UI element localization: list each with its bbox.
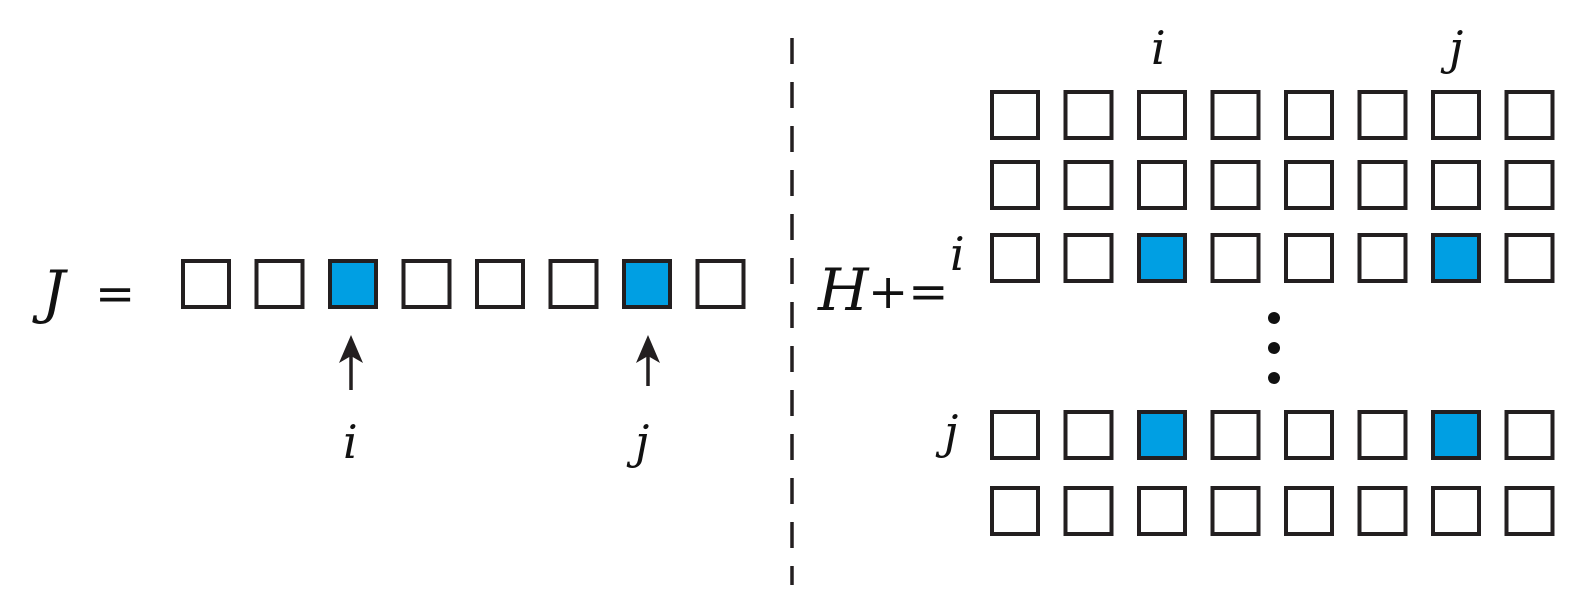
matrix-cell <box>990 410 1040 460</box>
vector-cell <box>548 259 599 309</box>
matrix-cell <box>1357 160 1408 210</box>
left-label-variable: J <box>32 258 68 326</box>
matrix-cell <box>1504 410 1555 460</box>
ellipsis-dot <box>1268 312 1280 324</box>
matrix-cell <box>1504 160 1555 210</box>
matrix-cell <box>1431 90 1481 140</box>
vector-cell <box>401 259 452 309</box>
matrix-cell <box>1431 486 1481 536</box>
matrix-cell <box>1284 90 1334 140</box>
matrix-cell <box>990 486 1040 536</box>
matrix-cell <box>1210 410 1261 460</box>
matrix-cell <box>1284 160 1334 210</box>
matrix-cell <box>1210 90 1261 140</box>
row-label-j: j <box>935 405 958 459</box>
matrix-cell <box>1357 233 1408 283</box>
matrix-cell <box>1063 233 1114 283</box>
matrix-cell <box>1063 160 1114 210</box>
matrix-cell-highlighted <box>1431 410 1481 460</box>
vector-cell <box>254 259 305 309</box>
vector-cell <box>475 259 525 309</box>
arrow-i <box>339 335 363 390</box>
right-label-variable: H <box>817 256 870 324</box>
matrix-cell-highlighted <box>1431 233 1481 283</box>
matrix-cell <box>1137 486 1187 536</box>
matrix-cell-highlighted <box>1137 410 1187 460</box>
row-label-i: i <box>950 227 965 281</box>
left-label-equals: = <box>95 266 135 322</box>
matrix-cell <box>1210 160 1261 210</box>
matrix-cell <box>1063 410 1114 460</box>
matrix-cell <box>1063 90 1114 140</box>
matrix-cell <box>1357 486 1408 536</box>
vector-cell-highlighted <box>328 259 378 309</box>
arrow-j-head <box>636 335 660 363</box>
matrix-cell <box>1504 486 1555 536</box>
arrow-j <box>636 335 660 386</box>
ellipsis-dot <box>1268 372 1280 384</box>
matrix-cell <box>1137 160 1187 210</box>
column-label-i: i <box>1151 21 1166 75</box>
arrow-i-label: i <box>343 415 358 469</box>
hessian-matrix <box>990 90 1555 536</box>
matrix-cell <box>1137 90 1187 140</box>
matrix-cell <box>1210 486 1261 536</box>
matrix-cell <box>990 160 1040 210</box>
matrix-cell <box>1063 486 1114 536</box>
vector-cell <box>181 259 231 309</box>
matrix-cell <box>1431 160 1481 210</box>
matrix-cell <box>1504 90 1555 140</box>
right-panel: H += i j i j <box>817 21 1555 536</box>
vector-cell <box>695 259 746 309</box>
vertical-ellipsis <box>1268 312 1280 384</box>
left-row-vector <box>181 259 746 309</box>
ellipsis-dot <box>1268 342 1280 354</box>
arrow-i-head <box>339 335 363 363</box>
left-panel: J = i j <box>32 258 746 469</box>
matrix-cell <box>1284 233 1334 283</box>
matrix-cell <box>990 233 1040 283</box>
matrix-cell <box>1504 233 1555 283</box>
matrix-cell <box>1284 410 1334 460</box>
matrix-cell <box>1284 486 1334 536</box>
matrix-cell <box>1357 90 1408 140</box>
column-label-j: j <box>1440 21 1463 75</box>
right-label-operator: += <box>868 264 948 320</box>
vector-cell-highlighted <box>622 259 672 309</box>
matrix-cell <box>990 90 1040 140</box>
arrow-j-label: j <box>626 415 649 469</box>
matrix-cell <box>1357 410 1408 460</box>
matrix-cell-highlighted <box>1137 233 1187 283</box>
matrix-cell <box>1210 233 1261 283</box>
